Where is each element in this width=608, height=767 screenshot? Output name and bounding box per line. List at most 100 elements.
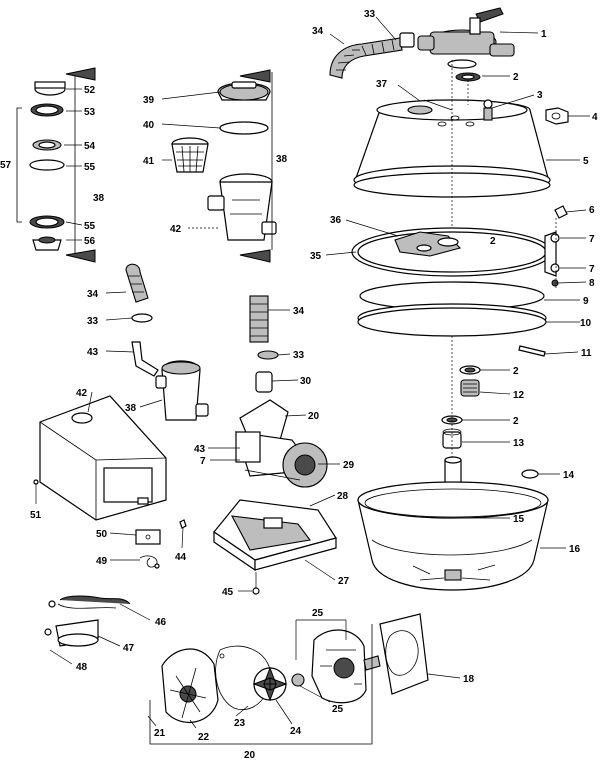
hex-nut-4 — [545, 107, 569, 125]
hose-clamp-31 — [131, 313, 279, 360]
power-cord-46 — [48, 595, 131, 609]
callout-2b: 2 — [513, 366, 519, 377]
timer-47 — [44, 619, 99, 647]
callout-3: 3 — [537, 90, 543, 101]
callout-7b: 7 — [589, 264, 595, 275]
pump-gasket-18 — [379, 613, 429, 695]
callout-16: 16 — [569, 544, 581, 555]
callout-28: 28 — [337, 491, 349, 502]
callout-46-label: 46 — [155, 617, 167, 628]
callout-32b: 34 — [87, 289, 99, 300]
callout-54-label: 54 — [84, 141, 96, 152]
callout-31: 33 — [364, 9, 376, 20]
callout-51-label: 51 — [30, 510, 42, 521]
clamp-bolt-hardware — [550, 205, 568, 290]
callout-2: 2 — [513, 72, 519, 83]
nut-25 — [291, 673, 305, 687]
callout-13: 13 — [513, 438, 525, 449]
callout-20b: 20 — [244, 750, 256, 761]
callout-56-label: 56 — [84, 236, 96, 247]
callout-8: 8 — [589, 278, 595, 289]
callout-1: 1 — [541, 29, 547, 40]
callout-2c: 2 — [513, 416, 519, 427]
callout-36b: 38 — [276, 154, 288, 165]
callout-26: 25 — [312, 608, 324, 619]
callout-6: 6 — [589, 205, 595, 216]
callout-44-label: 44 — [175, 552, 187, 563]
callout-32: 34 — [312, 26, 324, 37]
callout-35: 37 — [376, 79, 388, 90]
callout-9: 9 — [583, 296, 589, 307]
callout-23: 23 — [234, 718, 246, 729]
filter-grid-ring — [357, 303, 547, 337]
strainer-basket — [171, 137, 209, 173]
callout-41: 43 — [87, 347, 99, 358]
screw-45 — [252, 572, 260, 595]
callout-34: 36 — [330, 215, 342, 226]
callout-22: 22 — [198, 732, 210, 743]
callout-55-label: 55 — [84, 162, 96, 173]
skimmer-small-parts — [29, 81, 66, 251]
callout-7c: 7 — [200, 456, 206, 467]
callout-11: 11 — [581, 348, 592, 359]
screw-51 — [33, 479, 39, 504]
cover-plate-50 — [135, 529, 161, 545]
callout-43-label: 43 — [194, 444, 206, 455]
callout-52-label: 52 — [84, 85, 96, 96]
callout-40: 42 — [170, 224, 182, 235]
leader-lines — [49, 16, 590, 729]
callout-55b-label: 55 — [84, 221, 96, 232]
callout-4: 4 — [592, 112, 598, 123]
callout-29: 29 — [343, 460, 355, 471]
drain-hose — [329, 32, 415, 79]
clamp-ring — [351, 227, 557, 277]
callout-18: 18 — [463, 674, 475, 685]
impeller-24 — [252, 666, 288, 702]
callout-57-label: 57 — [0, 160, 12, 171]
callout-labels: 1 2 3 4 5 6 7 7 8 9 10 11 2 12 2 13 14 1… — [0, 9, 598, 761]
callout-32c: 34 — [293, 306, 305, 317]
callout-53-label: 53 — [84, 107, 96, 118]
screw-44 — [179, 519, 187, 529]
callout-2d: 2 — [490, 236, 496, 247]
strainer-housing — [207, 173, 277, 241]
tank-bottom — [357, 481, 549, 591]
callout-25-label: 25 — [332, 704, 344, 715]
callout-33: 35 — [310, 251, 322, 262]
callout-42-label: 42 — [76, 388, 88, 399]
valve-stem-gasket — [447, 59, 481, 82]
callout-36c: 38 — [125, 403, 137, 414]
callout-48-label: 48 — [76, 662, 88, 673]
seal-plate-22 — [161, 648, 219, 723]
callout-12: 12 — [513, 390, 525, 401]
callout-49-label: 49 — [96, 556, 108, 567]
callout-5: 5 — [583, 156, 589, 167]
callout-39: 41 — [143, 156, 155, 167]
pump-strainer-36 — [155, 360, 209, 421]
strainer-o-ring — [219, 121, 269, 135]
callout-38: 40 — [143, 120, 155, 131]
pump-hose-32 — [125, 263, 149, 303]
callout-45-label: 45 — [222, 587, 234, 598]
pump-motor — [235, 399, 328, 488]
callout-10: 10 — [580, 318, 592, 329]
callout-15: 15 — [513, 514, 525, 525]
pump-base-27 — [213, 499, 337, 572]
callout-21: 21 — [154, 728, 166, 739]
callout-27: 27 — [338, 576, 350, 587]
callout-31c: 33 — [293, 350, 305, 361]
multiport-valve — [417, 7, 515, 57]
callout-20a: 20 — [308, 411, 320, 422]
callout-7: 7 — [589, 234, 595, 245]
strainer-lid — [217, 81, 271, 101]
pipe-hose-32b — [249, 295, 269, 343]
gasket-23 — [215, 645, 271, 710]
callout-24: 24 — [290, 726, 302, 737]
air-relief-valve — [483, 99, 493, 121]
elbow-fitting-41 — [131, 341, 159, 377]
callout-30: 30 — [300, 376, 312, 387]
callout-37: 39 — [143, 95, 155, 106]
callout-47-label: 47 — [123, 643, 135, 654]
control-box — [39, 395, 167, 521]
